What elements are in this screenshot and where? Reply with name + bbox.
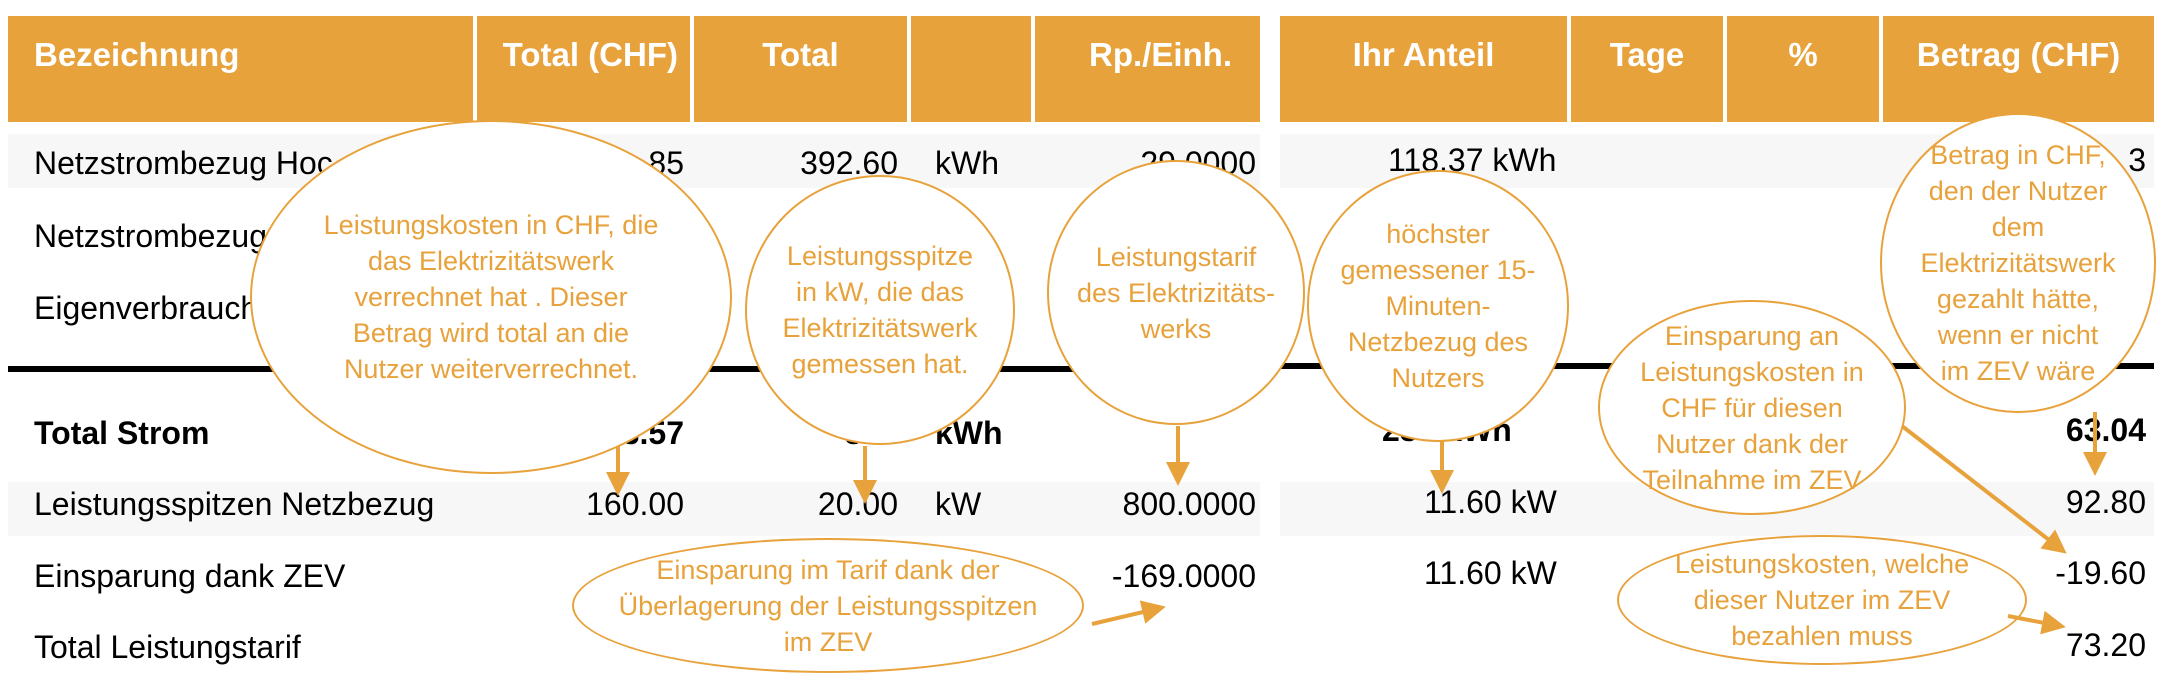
row-rate: -169.0000 [1111, 558, 1256, 594]
row-chf: 160.00 [586, 486, 684, 522]
callout-leistungsspitze: Leistungsspitze in kW, die das Elektrizi… [745, 175, 1015, 445]
col-header-betrag-chf: Betrag (CHF) [1883, 16, 2154, 122]
row-label: Leistungsspitzen Netzbezug [34, 486, 435, 522]
callout-einsparung-leistung: Einsparung an Leistungskosten in CHF für… [1598, 300, 1906, 515]
row-share: 11.60 kW [1424, 555, 1557, 591]
row-amount: -19.60 [2055, 555, 2146, 591]
row-label: Netzstrombezug Hoc [34, 145, 333, 181]
row-rate: 800.0000 [1122, 486, 1256, 522]
row-amount: 92.80 [2065, 484, 2146, 520]
arrow [1091, 600, 1166, 626]
col-header-total-chf: Total (CHF) [477, 16, 690, 122]
col-header-percent: % [1727, 16, 1879, 122]
col-header-bezeichnung: Bezeichnung [8, 16, 473, 122]
callout-betrag-ohne-zev: Betrag in CHF, den der Nutzer dem Elektr… [1880, 113, 2156, 413]
row-share: 11.60 kW [1424, 484, 1557, 520]
row-unit: kW [935, 486, 982, 522]
callout-leistungskosten: Leistungskosten in CHF, die das Elektriz… [250, 120, 732, 474]
row-label: Total Strom [34, 415, 210, 451]
col-header-tage: Tage [1571, 16, 1723, 122]
row-amount: 3 [2128, 142, 2146, 178]
col-header-rp-einh: Rp./Einh. [1035, 16, 1260, 122]
row-label: Total Leistungstarif [34, 629, 301, 665]
callout-leistungstarif: Leistungstarif des Elektrizitäts- werks [1047, 160, 1305, 425]
col-header-unit [911, 16, 1031, 122]
callout-leistungskosten-nutzer: Leistungskosten, welche dieser Nutzer im… [1617, 535, 2027, 665]
row-band [8, 482, 1260, 536]
row-label: Netzstrombezug [34, 218, 267, 254]
col-header-total: Total [694, 16, 907, 122]
callout-einsparung-tarif: Einsparung im Tarif dank der Überlagerun… [572, 538, 1084, 673]
callout-netzbezug: höchster gemessener 15- Minuten- Netzbez… [1307, 170, 1569, 442]
col-header-ihr-anteil: Ihr Anteil [1280, 16, 1567, 122]
row-label: Einsparung dank ZEV [34, 558, 346, 594]
row-unit: kWh [935, 145, 999, 181]
row-amount: 73.20 [2065, 627, 2146, 663]
row-total: 20.00 [817, 486, 898, 522]
row-amount: 63.04 [2065, 412, 2146, 448]
row-label: Eigenverbrauch [34, 290, 259, 326]
